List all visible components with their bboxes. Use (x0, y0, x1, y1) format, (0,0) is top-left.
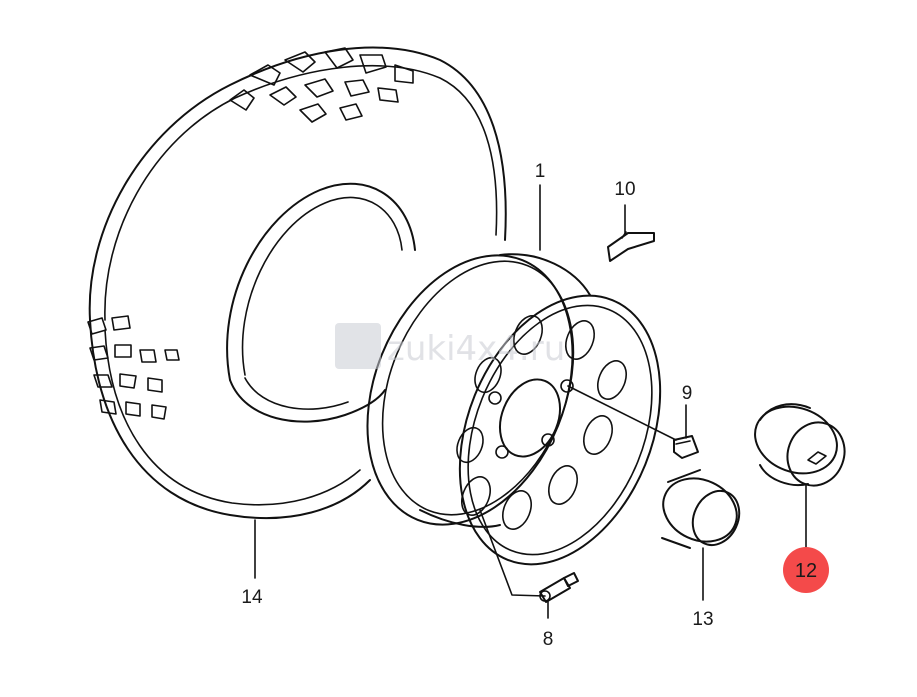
watermark-text: zuki4x4.ru (387, 329, 565, 369)
callout-12[interactable]: 12 (795, 560, 817, 582)
wheel-nut (673, 435, 699, 459)
wheel-rim (366, 253, 662, 566)
callout-13: 13 (692, 609, 713, 630)
suzuki-s-logo-icon (335, 323, 381, 369)
leader-lines (254, 184, 807, 619)
callout-labels: 1 10 9 8 13 14 12 (241, 161, 829, 650)
spacer-ring (661, 469, 741, 549)
valve-stem (539, 572, 579, 603)
balance-weight (607, 231, 655, 262)
callout-8: 8 (543, 629, 554, 650)
callout-9: 9 (682, 383, 693, 404)
watermark: zuki4x4.ru (335, 323, 565, 369)
callout-14: 14 (241, 587, 263, 608)
tire (87, 46, 507, 520)
callout-12-highlight[interactable] (783, 547, 829, 593)
callout-10: 10 (614, 179, 635, 200)
callout-1: 1 (535, 161, 546, 182)
hub-cap (754, 403, 846, 487)
